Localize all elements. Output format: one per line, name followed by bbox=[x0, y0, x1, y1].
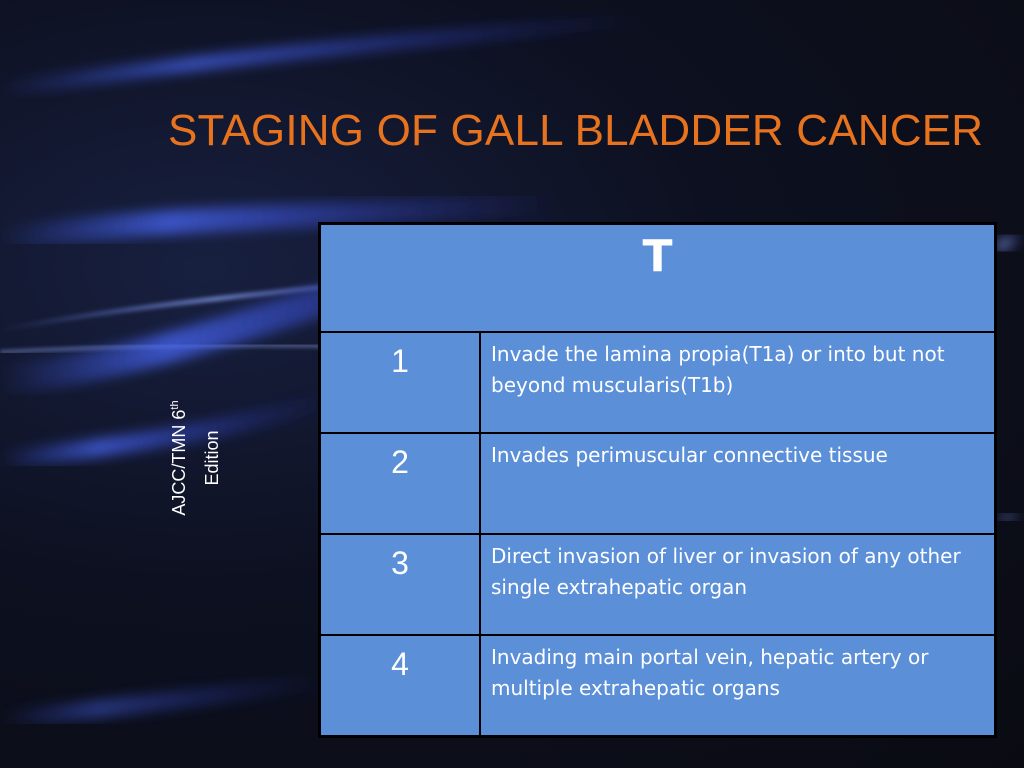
stage-description: Invading main portal vein, hepatic arter… bbox=[479, 634, 997, 737]
edition-line1: AJCC/TMN 6 bbox=[169, 409, 189, 516]
stage-number: 3 bbox=[318, 533, 481, 636]
table-row: 4 Invading main portal vein, hepatic art… bbox=[318, 634, 997, 737]
edition-line2: Edition bbox=[202, 430, 222, 486]
table-row: 3 Direct invasion of liver or invasion o… bbox=[318, 533, 997, 636]
table-header-row: T bbox=[318, 222, 997, 333]
edition-label: AJCC/TMN 6th Edition bbox=[163, 378, 229, 538]
table-row: 1 Invade the lamina propia(T1a) or into … bbox=[318, 331, 997, 434]
stage-number: 1 bbox=[318, 331, 481, 434]
staging-table: T 1 Invade the lamina propia(T1a) or int… bbox=[318, 222, 997, 738]
table-row: 2 Invades perimuscular connective tissue bbox=[318, 432, 997, 535]
stage-number: 4 bbox=[318, 634, 481, 737]
stage-description: Invade the lamina propia(T1a) or into bu… bbox=[479, 331, 997, 434]
stage-description: Invades perimuscular connective tissue bbox=[479, 432, 997, 535]
stage-number: 2 bbox=[318, 432, 481, 535]
table-header-cell: T bbox=[318, 222, 997, 333]
slide-title: STAGING OF GALL BLADDER CANCER bbox=[168, 106, 984, 155]
stage-description: Direct invasion of liver or invasion of … bbox=[479, 533, 997, 636]
edition-superscript: th bbox=[169, 400, 181, 410]
